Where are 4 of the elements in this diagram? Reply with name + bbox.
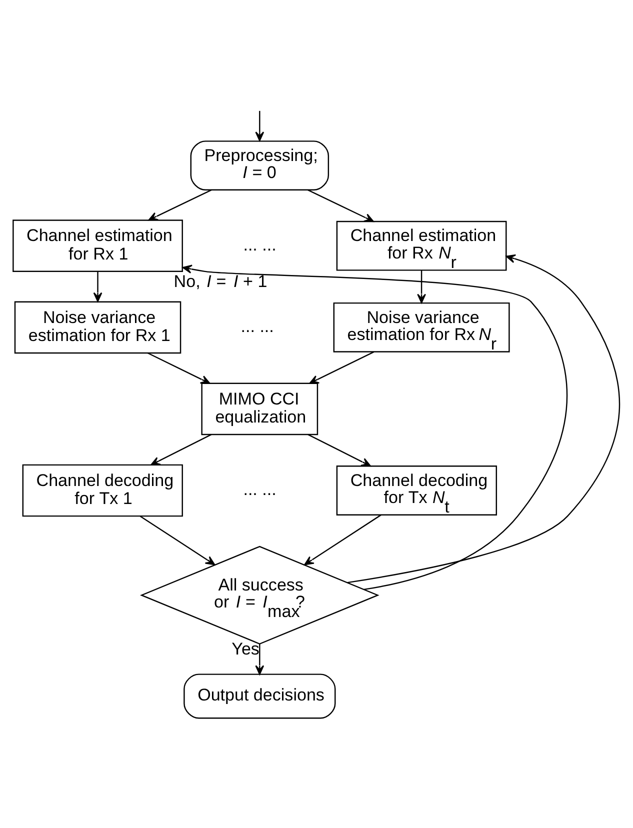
label: ... ... (240, 316, 274, 336)
edge-label: No, I = I + 1 (174, 272, 268, 292)
label: ... ... (243, 235, 276, 254)
label: ... ... (243, 480, 276, 500)
